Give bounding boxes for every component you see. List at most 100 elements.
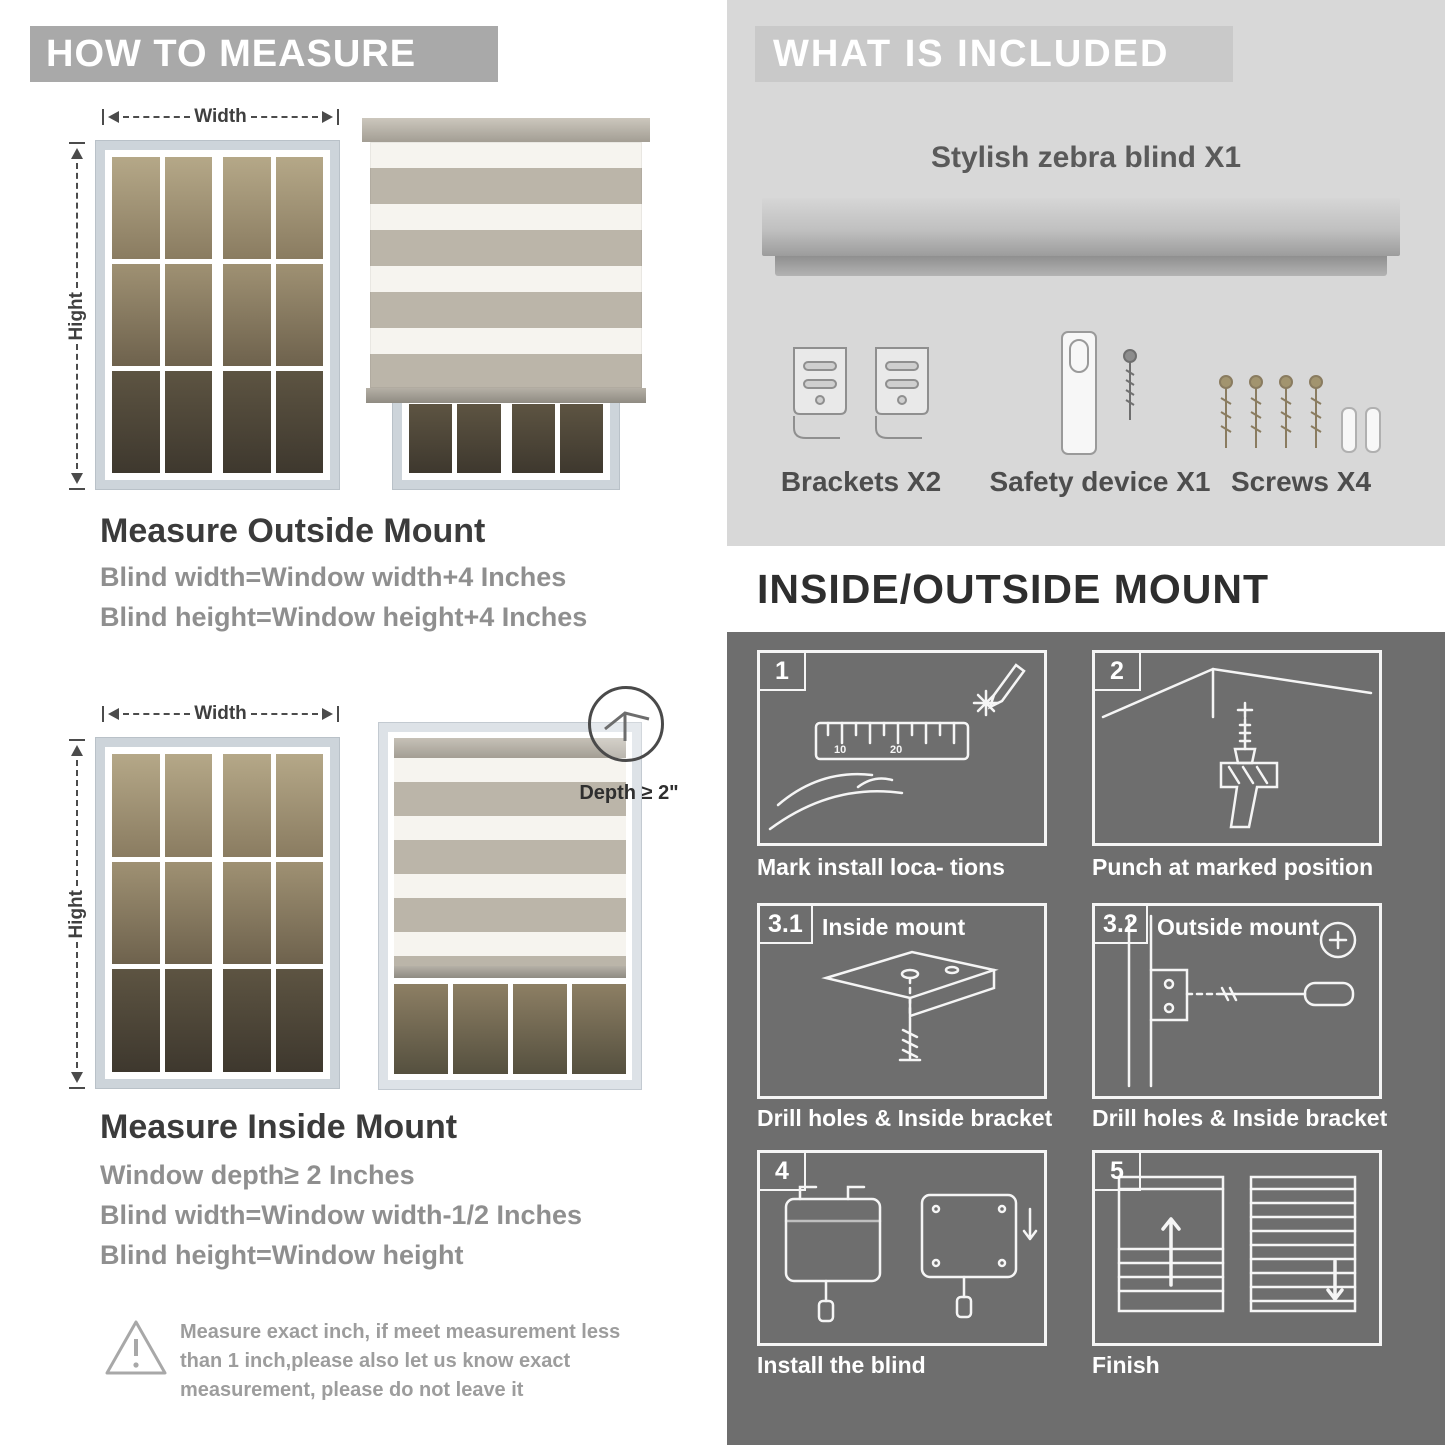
blind-stripes [394, 758, 626, 966]
step-label-inside-mount: Inside mount [822, 914, 966, 940]
window-frame [105, 150, 330, 480]
height-label: Hight [66, 291, 87, 341]
step-number: 3.2 [1095, 906, 1148, 944]
arrow-tick [337, 706, 339, 722]
step-caption-2: Punch at marked position [1092, 854, 1374, 880]
arrowhead-up-icon [71, 745, 83, 756]
brackets-icon [793, 347, 929, 439]
how-to-measure-header: HOW TO MEASURE [30, 26, 498, 82]
step-box-1: 10 20 1 [757, 650, 1047, 846]
zebra-blind-label: Stylish zebra blind X1 [930, 141, 1242, 174]
zebra-blind-illustration-outside [362, 118, 650, 490]
arrowhead-down-icon [71, 1072, 83, 1084]
install-blind-illustration [784, 1185, 1038, 1323]
arrowhead-down-icon [71, 473, 83, 485]
step-number: 1 [760, 653, 806, 691]
inside-mount-title: Measure Inside Mount [100, 1108, 458, 1146]
arrowhead-right-icon [322, 708, 333, 720]
outside-mount-title: Measure Outside Mount [100, 512, 486, 550]
step-box-2: 2 [1092, 650, 1382, 846]
warning-text: Measure exact inch, if meet measurement … [180, 1321, 621, 1401]
step-number: 3.1 [760, 906, 813, 944]
window-frame [105, 747, 330, 1079]
width-label: Width [194, 106, 247, 127]
width-arrow-inside: Width [102, 703, 339, 725]
window-panes-right [223, 157, 323, 473]
screws-icon [1219, 375, 1381, 453]
blind-headrail [394, 738, 626, 758]
zebra-blind [362, 118, 650, 403]
step-number: 2 [1095, 653, 1141, 691]
drill-illustration [1101, 667, 1373, 829]
step-caption-4: Install the blind [757, 1352, 926, 1378]
arrow-tick [102, 706, 104, 722]
zebra-blind-illustration-inside [378, 722, 642, 1090]
blind-headrail [362, 118, 650, 142]
arrow-tick [69, 739, 85, 741]
depth-label: Depth ≥ 2" [579, 782, 679, 804]
arrowhead-up-icon [71, 148, 83, 159]
outside-mount-line-2: Blind height=Window height+4 Inches [100, 602, 588, 632]
safety-device-label: Safety device X1 [989, 466, 1211, 497]
width-label: Width [194, 703, 247, 724]
arrow-tick [337, 109, 339, 125]
magnified-corner-icon [604, 711, 650, 741]
step-caption-1: Mark install loca- tions [757, 854, 1005, 880]
arrow-dash [76, 942, 78, 1069]
window-frame [388, 732, 632, 1080]
what-is-included-header: WHAT IS INCLUDED [755, 26, 1233, 82]
step-label-outside-mount: Outside mount [1157, 914, 1320, 940]
window-panes-right [223, 754, 323, 1072]
mark-location-illustration: 10 20 [768, 663, 1026, 831]
brackets-label: Brackets X2 [780, 466, 942, 497]
depth-callout-circle [588, 686, 664, 762]
arrow-dash [76, 163, 78, 288]
arrow-dash [123, 713, 191, 715]
screws-label: Screws X4 [1230, 466, 1372, 497]
arrow-dash [250, 713, 318, 715]
width-arrow-outside: Width [102, 106, 339, 128]
headrail-illustration [762, 198, 1400, 276]
headrail-lip [774, 256, 1388, 276]
arrow-dash [76, 344, 78, 470]
arrow-tick [69, 488, 85, 491]
outside-mount-line-1: Blind width=Window width+4 Inches [100, 562, 567, 592]
blind-bottomrail [366, 388, 646, 403]
step-box-5: 5 [1092, 1150, 1382, 1346]
arrowhead-left-icon [108, 111, 119, 123]
svg-text:10: 10 [834, 744, 846, 756]
svg-text:20: 20 [890, 744, 902, 756]
step-caption-5: Finish [1092, 1352, 1160, 1378]
height-label: Hight [66, 889, 87, 939]
arrow-dash [123, 116, 191, 118]
step-number: 5 [1095, 1153, 1141, 1191]
step-box-4: 4 [757, 1150, 1047, 1346]
window-panes-below-blind [394, 984, 626, 1074]
inside-bracket-illustration [821, 950, 999, 1062]
step-box-3-2: 3.2 Outside mount [1092, 903, 1382, 1099]
inside-outside-mount-header: INSIDE/OUTSIDE MOUNT [757, 566, 1270, 612]
window-illustration-outside [95, 140, 340, 490]
arrow-tick [102, 109, 104, 125]
inside-mount-line-3: Blind height=Window height [100, 1240, 464, 1270]
outside-bracket-illustration [1127, 914, 1357, 1088]
step-box-3-1: 3.1 Inside mount [757, 903, 1047, 1099]
window-panes-left [112, 157, 212, 473]
warning-icon [105, 1320, 167, 1375]
height-arrow-outside: Hight [66, 142, 88, 491]
window-illustration-inside [95, 737, 340, 1089]
headrail-bar [762, 198, 1400, 256]
inside-mount-line-2: Blind width=Window width-1/2 Inches [100, 1200, 583, 1230]
arrow-dash [76, 760, 78, 886]
blind-stripes [370, 142, 642, 388]
step-number: 4 [760, 1153, 806, 1191]
arrowhead-left-icon [108, 708, 119, 720]
step-caption-3-2: Drill holes & Inside bracket [1092, 1105, 1388, 1131]
arrow-dash [250, 116, 318, 118]
safety-device-icon [1061, 331, 1137, 455]
mount-steps-panel [727, 632, 1445, 1445]
height-arrow-inside: Hight [66, 739, 88, 1090]
inside-mount-line-1: Window depth≥ 2 Inches [100, 1160, 415, 1190]
arrow-tick [69, 1087, 85, 1090]
